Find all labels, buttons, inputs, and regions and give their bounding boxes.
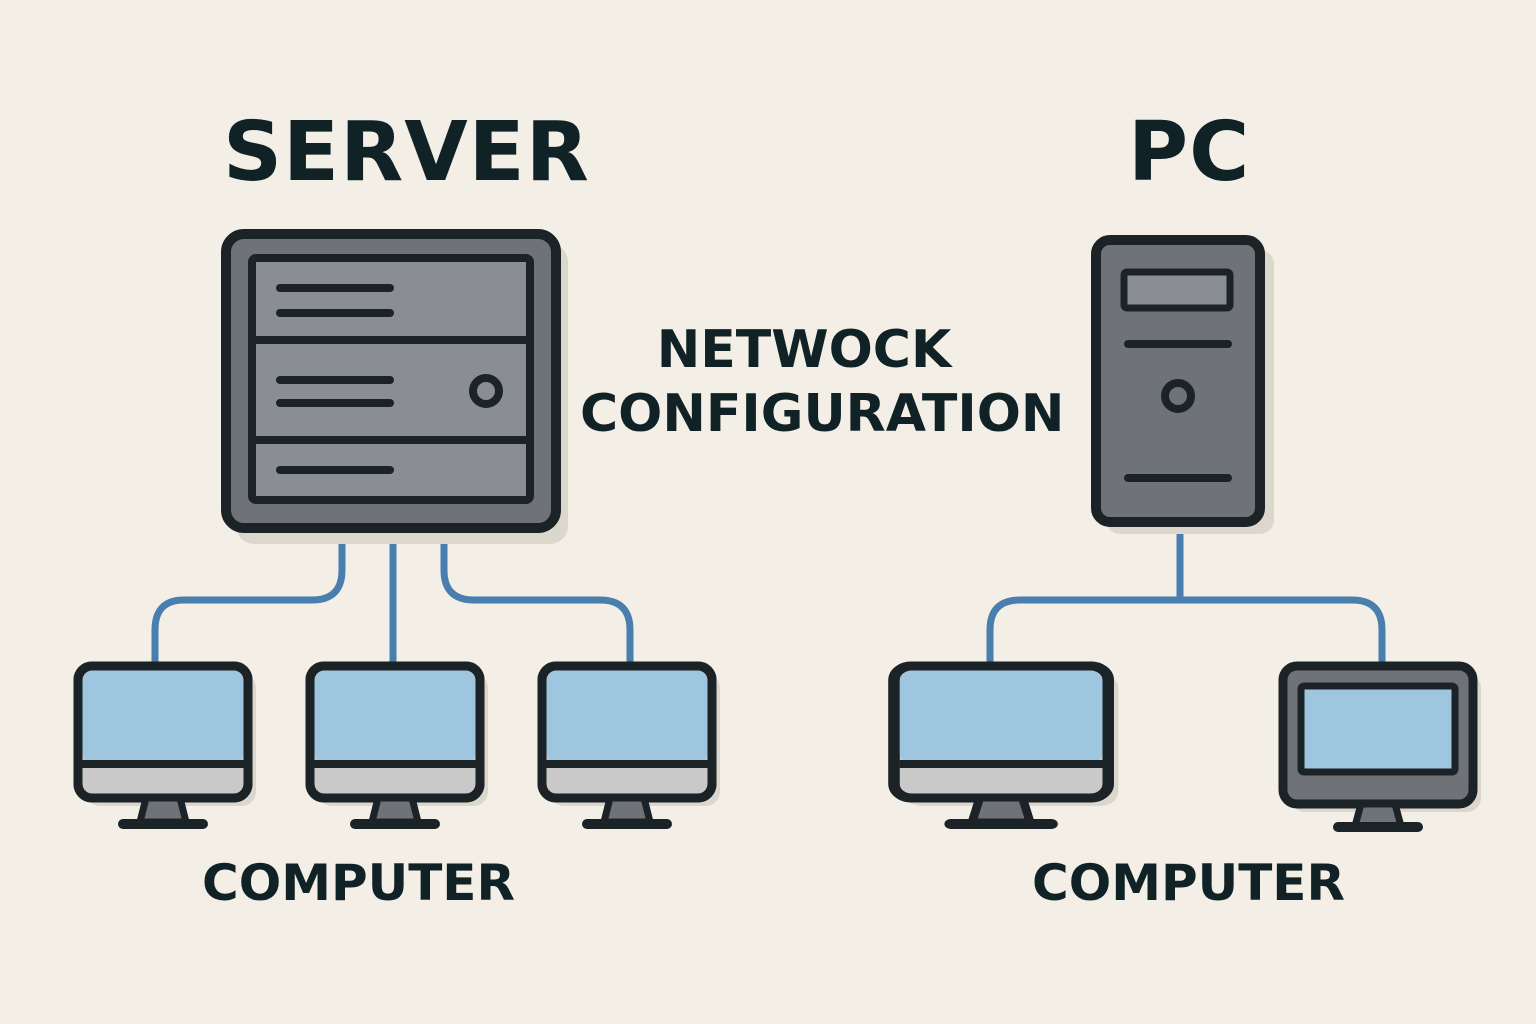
cable-to-computer-1 bbox=[151, 524, 346, 668]
cable-to-computer-4 bbox=[986, 596, 1184, 668]
pc-title: PC bbox=[1128, 105, 1251, 200]
computer-monitor-icon-3 bbox=[542, 666, 720, 829]
pc-power-button bbox=[1161, 379, 1195, 413]
computer-monitor-icon-2 bbox=[310, 666, 488, 829]
computer-monitor-icon-5 bbox=[1283, 666, 1481, 832]
computer-monitor-icon-1 bbox=[78, 666, 256, 829]
pc-computers-caption: COMPUTER bbox=[1032, 854, 1345, 912]
network-label-line-2: CONFIGURATION bbox=[580, 384, 1065, 444]
server-title: SERVER bbox=[223, 105, 590, 200]
pc-tower-icon bbox=[1091, 235, 1274, 534]
network-label-line-1: NETWOCK bbox=[656, 320, 952, 380]
cable-to-computer-3 bbox=[440, 524, 634, 668]
server-cables bbox=[151, 524, 634, 668]
server-power-button bbox=[469, 374, 503, 408]
pc-cables bbox=[986, 516, 1386, 668]
cable-to-computer-5 bbox=[1176, 596, 1386, 668]
network-configuration-label: NETWOCK CONFIGURATION bbox=[580, 318, 1065, 446]
server-computers-caption: COMPUTER bbox=[202, 854, 515, 912]
server-rack-icon bbox=[221, 229, 568, 544]
computer-monitor-icon-4 bbox=[894, 666, 1118, 829]
